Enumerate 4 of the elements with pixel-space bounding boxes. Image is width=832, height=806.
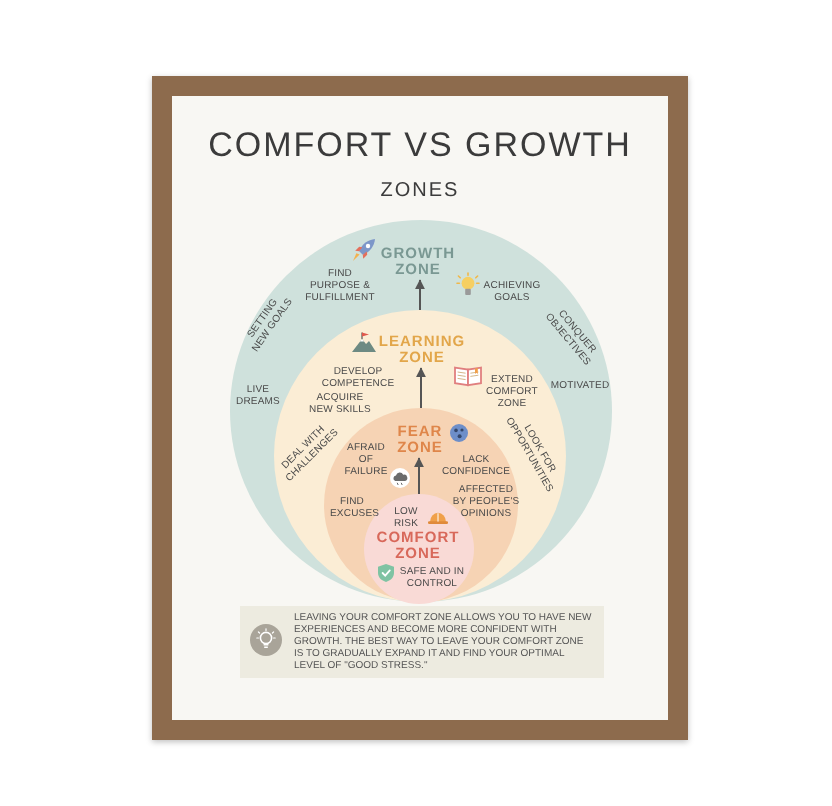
arrow	[414, 457, 424, 495]
arrow	[416, 367, 426, 409]
poster-title: COMFORT VS GROWTH ZONES	[206, 126, 634, 206]
arrow	[415, 279, 425, 311]
